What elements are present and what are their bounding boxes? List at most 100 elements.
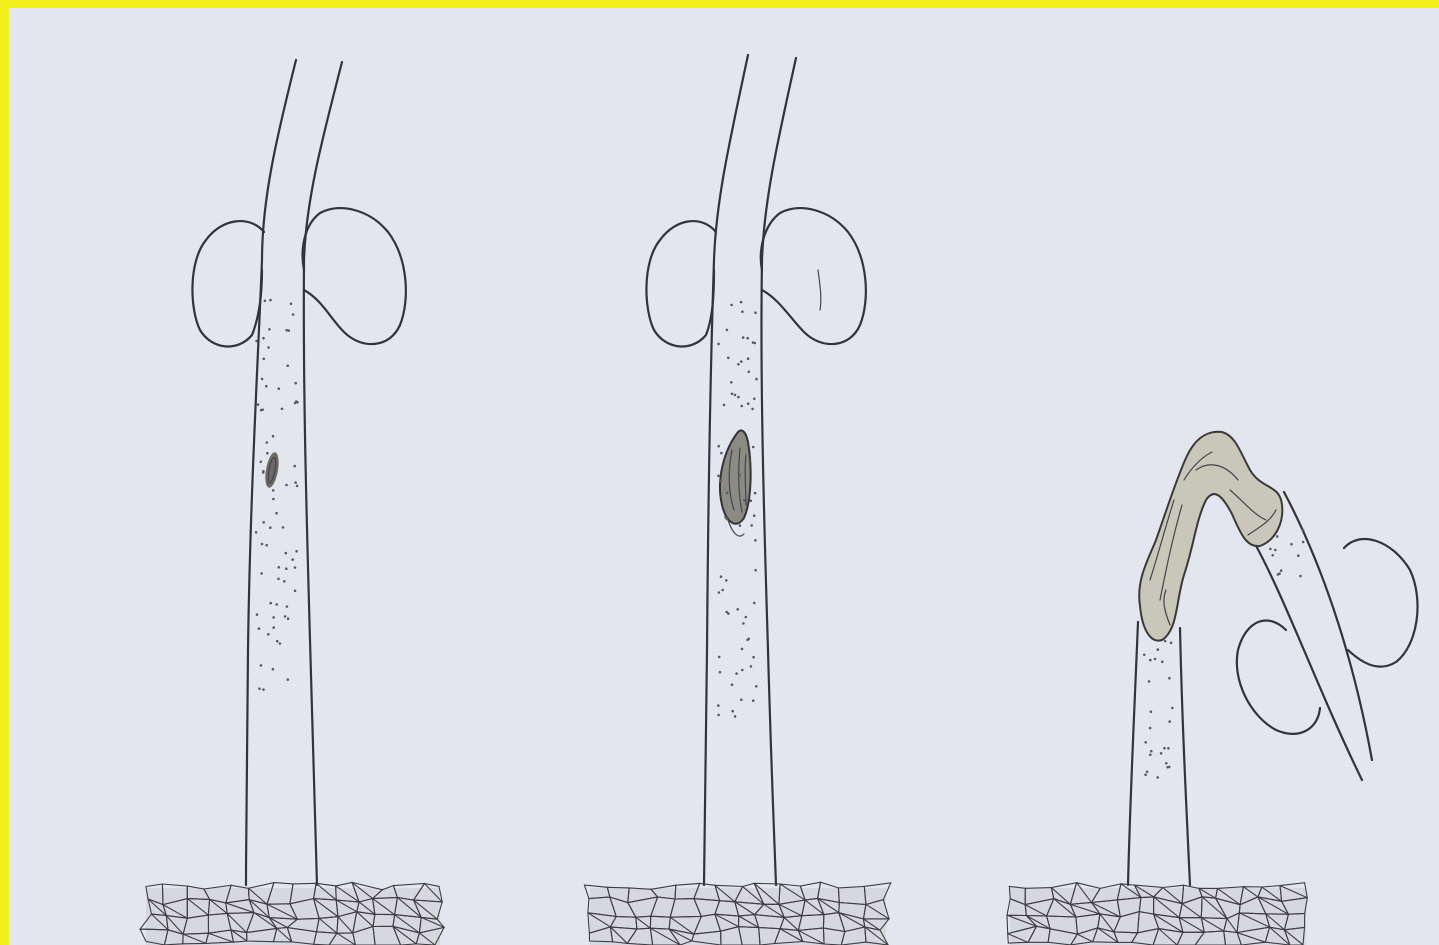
stipple-dot: [258, 687, 261, 690]
stipple-dot: [754, 539, 757, 542]
stipple-dot: [294, 481, 297, 484]
panel-1-seedling: [192, 60, 405, 885]
stipple-dot: [719, 479, 722, 482]
stipple-dot: [754, 311, 757, 314]
stipple-dot: [745, 616, 748, 619]
stipple-dot: [275, 603, 278, 606]
stipple-dot: [721, 589, 724, 592]
stipple-dot: [278, 387, 281, 390]
stipple-dot: [748, 459, 751, 462]
stipple-dot: [1161, 661, 1164, 664]
stipple-dot: [260, 572, 263, 575]
stipple-dot: [1154, 658, 1157, 661]
stipple-dot: [256, 613, 259, 616]
stipple-dot: [260, 664, 263, 667]
stipple-dot: [1276, 535, 1279, 538]
stipple-dot: [1150, 750, 1153, 753]
panel-2-seedling: [646, 55, 865, 885]
stipple-dot: [265, 544, 268, 547]
stipple-dot: [717, 475, 720, 478]
stipple-dot: [272, 435, 275, 438]
stipple-dot: [717, 704, 720, 707]
stipple-dot: [740, 360, 743, 363]
stipple-dot: [255, 340, 258, 343]
stipple-dot: [743, 499, 746, 502]
stipple-dot: [719, 671, 722, 674]
stipple-dot: [751, 408, 754, 411]
stipple-dot: [753, 514, 756, 517]
stipple-dot: [287, 617, 290, 620]
stipple-dot: [1171, 707, 1174, 710]
stipple-dot: [753, 602, 756, 605]
panel-1-cotyledon-right: [303, 208, 406, 344]
stipple-dot: [740, 699, 743, 702]
stipple-dot: [752, 699, 755, 702]
stipple-dot: [754, 569, 757, 572]
stipple-dot: [737, 396, 740, 399]
stipple-dot: [1269, 548, 1272, 551]
stipple-dot: [269, 602, 272, 605]
stipple-dot: [266, 441, 269, 444]
stipple-dot: [1143, 654, 1146, 657]
stipple-dot: [282, 526, 285, 529]
stipple-dot: [287, 329, 290, 332]
stipple-dot: [746, 639, 749, 642]
stipple-dot: [754, 342, 757, 345]
stipple-dot: [717, 445, 720, 448]
stipple-dot: [1271, 554, 1274, 557]
stipple-dot: [730, 381, 733, 384]
stipple-dot: [1168, 677, 1171, 680]
stipple-dot: [738, 474, 741, 477]
stipple-dot: [741, 310, 744, 313]
stipple-dot: [739, 524, 742, 527]
stipple-dot: [736, 608, 739, 611]
stipple-dot: [750, 665, 753, 668]
stipple-dot: [1168, 720, 1171, 723]
stipple-dot: [755, 378, 758, 381]
stipple-dot: [296, 485, 299, 488]
panel-3-drooping-stem-inner: [1254, 542, 1362, 780]
soil-block-3: [1007, 883, 1307, 945]
stipple-dot: [294, 566, 297, 569]
stipple-dot: [285, 552, 288, 555]
stipple-dot: [1160, 752, 1163, 755]
panel-3-seedling: [1128, 432, 1418, 885]
stipple-dot: [269, 526, 272, 529]
stipple-dot: [726, 492, 729, 495]
stipple-dot: [294, 382, 297, 385]
stipple-dot: [1165, 762, 1168, 765]
stipple-dot: [746, 337, 749, 340]
soil-block-2: [584, 882, 890, 945]
stipple-dot: [740, 405, 743, 408]
stipple-dot: [261, 408, 264, 411]
stipple-dot: [734, 394, 737, 397]
stipple-dot: [730, 304, 733, 307]
stipple-dot: [268, 328, 271, 331]
panel-1-lesion: [263, 451, 281, 489]
stipple-dot: [272, 498, 275, 501]
stipple-dot: [266, 452, 269, 455]
panel-3-collapsed-lesion: [1139, 432, 1282, 641]
stipple-dot: [741, 648, 744, 651]
stipple-dot: [734, 715, 737, 718]
seedling-disease-illustration: [9, 8, 1439, 945]
stipple-dot: [275, 512, 278, 515]
stipple-dot: [735, 672, 738, 675]
stipple-dot: [737, 363, 740, 366]
stipple-dot: [293, 465, 296, 468]
panel-3-stem-right: [1180, 628, 1190, 885]
soil-block-1: [140, 882, 444, 945]
stipple-dot: [1164, 640, 1167, 643]
stipple-dot: [292, 313, 295, 316]
stipple-dot: [747, 402, 750, 405]
stipple-dot: [741, 669, 744, 672]
stipple-dot: [267, 633, 270, 636]
stipple-dot: [747, 357, 750, 360]
panel-3-cotyledon-right: [1344, 539, 1418, 667]
stipple-dot: [1302, 529, 1305, 532]
panel-1-stipple: [255, 299, 299, 691]
illustration-slide: [9, 8, 1439, 945]
stipple-dot: [291, 558, 294, 561]
stipple-dot: [269, 299, 272, 302]
stipple-dot: [752, 656, 755, 659]
